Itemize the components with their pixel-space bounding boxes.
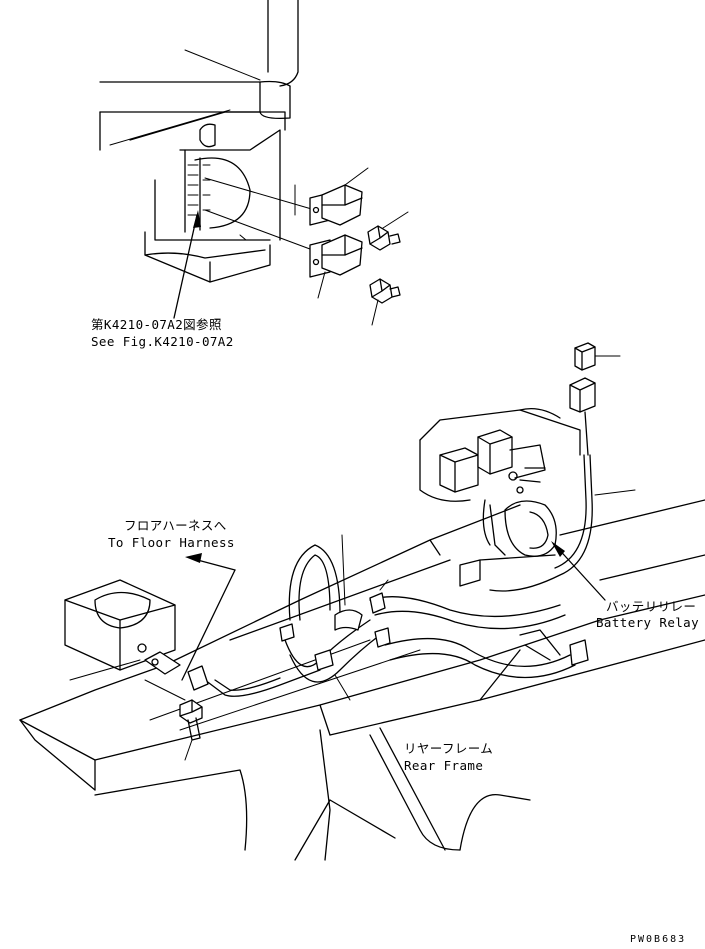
battery-relay-arrowhead bbox=[551, 541, 565, 557]
see-fig-arrowhead bbox=[193, 210, 201, 228]
harness-bolt bbox=[179, 699, 203, 761]
rear-frame bbox=[19, 499, 705, 861]
upper-bolt bbox=[367, 211, 409, 251]
see-fig-label-jp: 第K4210-07A2図参照 bbox=[91, 317, 222, 332]
floor-harness-arrowhead bbox=[185, 553, 202, 563]
rear-frame-label-en: Rear Frame bbox=[404, 758, 484, 773]
floor-harness-leader bbox=[181, 569, 236, 681]
battery-relay-leader bbox=[554, 544, 606, 601]
floor-harness-label-jp: フロアハーネスへ bbox=[124, 518, 227, 533]
relay-terminal-caps bbox=[489, 342, 636, 592]
upper-bracket-assembly bbox=[99, 0, 319, 283]
drawing-code: PW0B683 bbox=[630, 934, 687, 945]
engine-block-box bbox=[64, 579, 176, 671]
see-fig-leader bbox=[173, 214, 198, 319]
upper-switch bbox=[309, 167, 369, 226]
rear-frame-label-jp: リヤーフレーム bbox=[404, 741, 494, 756]
lower-switch bbox=[309, 234, 363, 299]
wire-harness bbox=[69, 534, 589, 701]
battery-relay-label-jp: バッテリリレー bbox=[606, 599, 697, 614]
floor-harness-label-en: To Floor Harness bbox=[108, 535, 235, 550]
battery-relay-bracket bbox=[419, 407, 581, 587]
see-fig-label-en: See Fig.K4210-07A2 bbox=[91, 334, 234, 349]
battery-relay-label-en: Battery Relay bbox=[596, 615, 700, 630]
lower-bolt bbox=[369, 278, 401, 326]
